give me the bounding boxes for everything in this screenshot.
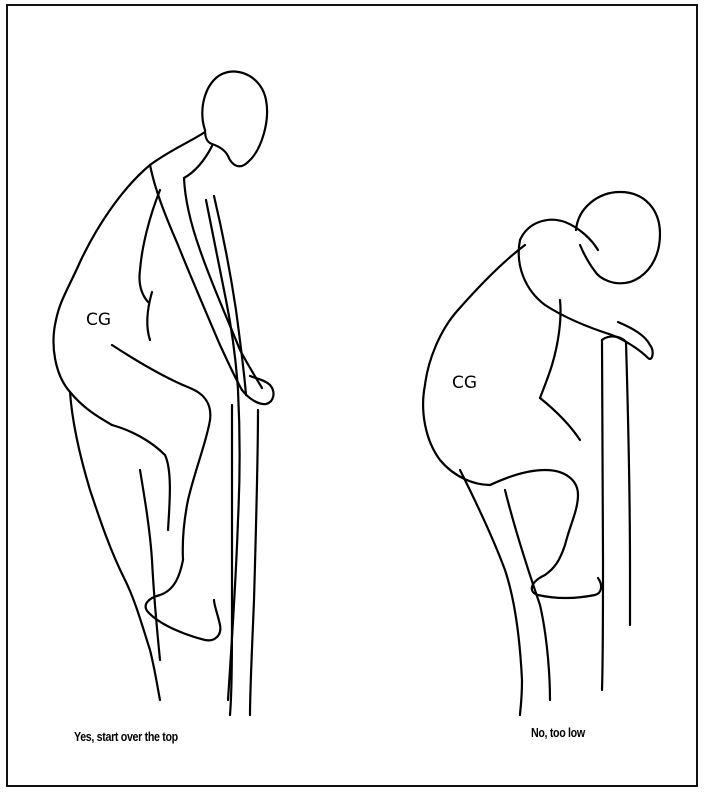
left-figure-standing-leg-inner: [140, 470, 160, 660]
right-figure-chest: [540, 300, 561, 398]
right-figure-standing-leg: [460, 470, 522, 715]
left-post: [206, 196, 258, 715]
left-cg-label: CG: [86, 310, 111, 330]
right-post-pole-left: [602, 340, 603, 690]
right-figure-upper-arm: [519, 240, 612, 335]
left-figure-standing-leg: [70, 392, 160, 700]
right-figure-thigh: [490, 470, 578, 545]
left-figure-belly: [147, 292, 152, 340]
left-figure-chest: [184, 146, 212, 178]
left-figure-back: [56, 132, 205, 320]
left-figure-head: [202, 72, 267, 167]
right-post-pole-right: [626, 342, 630, 625]
right-figure-back: [425, 245, 525, 385]
left-figure-arm: [150, 165, 242, 390]
left-post-pole-right: [250, 410, 258, 715]
right-figure-thigh-upper: [540, 398, 580, 440]
right-figure-buttock: [423, 385, 490, 485]
left-figure-side-line: [139, 190, 160, 302]
right-cg-label: CG: [452, 373, 477, 393]
left-figure-buttock: [54, 320, 112, 425]
right-post: [602, 336, 630, 690]
right-figure: [423, 192, 660, 715]
left-figure: [54, 72, 274, 700]
right-figure-hand: [612, 322, 653, 359]
right-figure-raised-foot: [532, 545, 601, 598]
right-post-top: [602, 336, 626, 342]
left-post-outer: [206, 200, 240, 700]
right-figure-shoulder-arm: [520, 220, 598, 250]
right-caption: No, too low: [531, 725, 585, 740]
left-caption: Yes, start over the top: [74, 729, 178, 744]
